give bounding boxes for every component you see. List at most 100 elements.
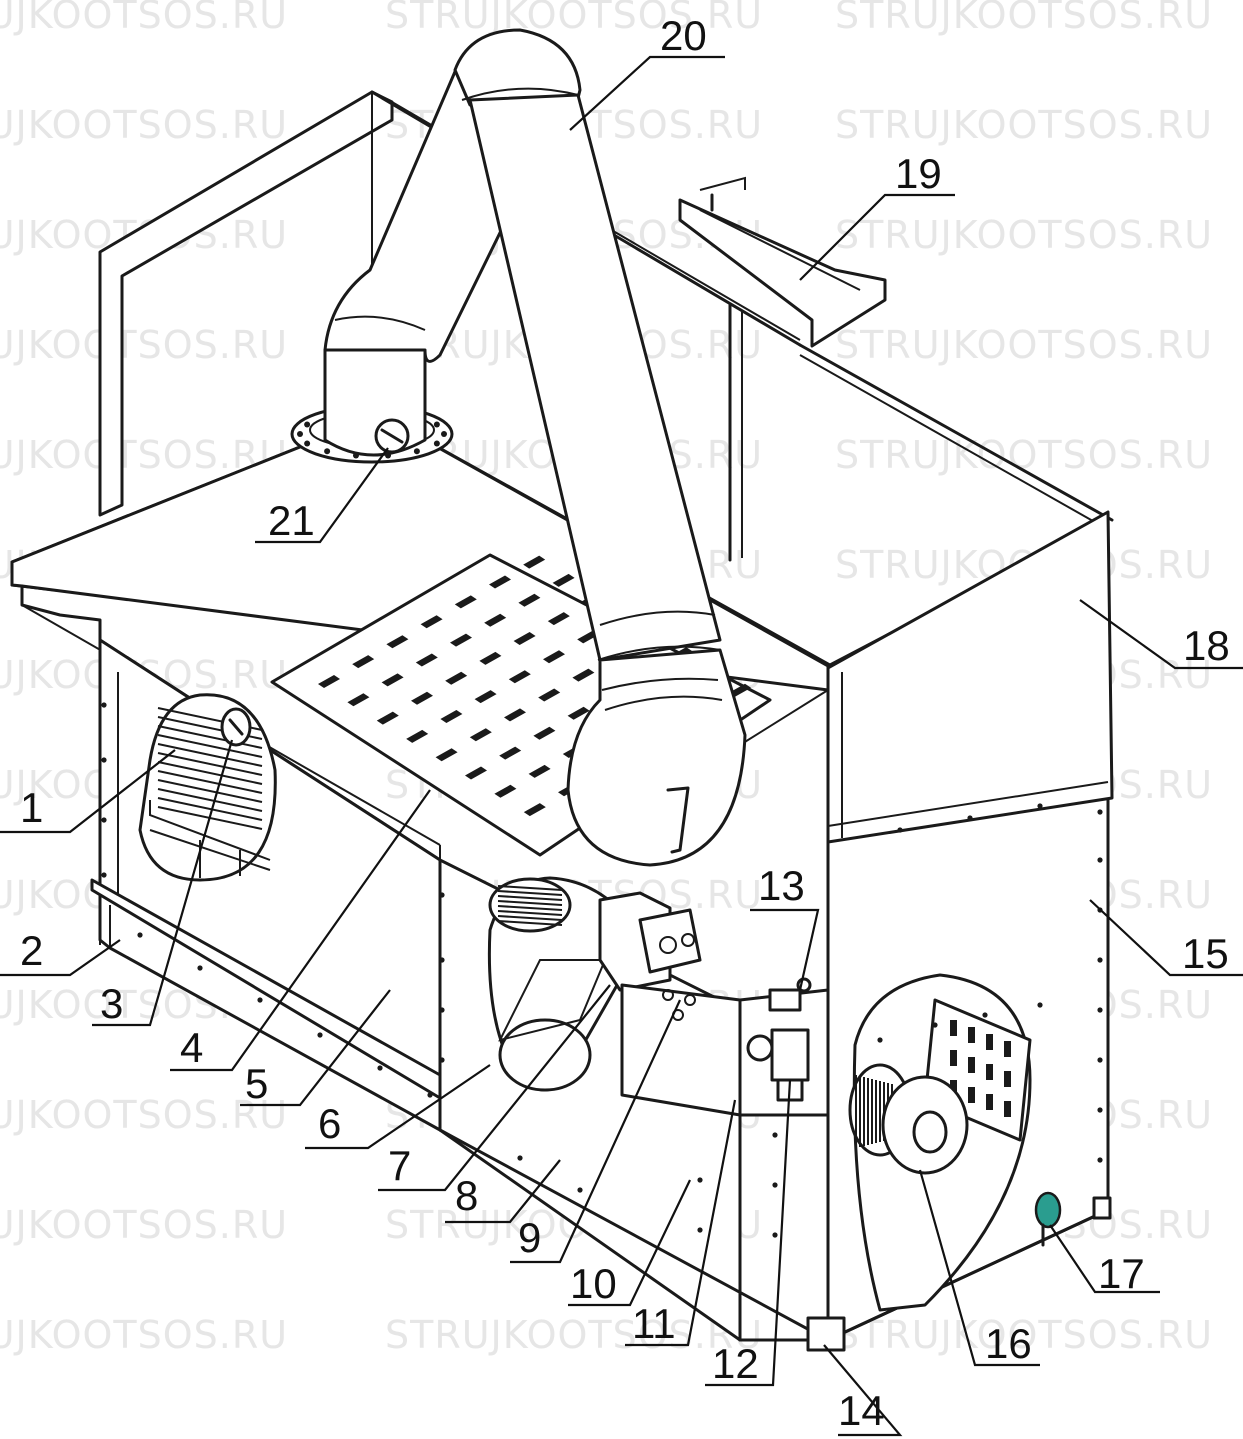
rivet xyxy=(439,1007,445,1013)
perf-hole xyxy=(1004,1041,1011,1057)
grate-slot xyxy=(523,555,546,569)
rivet xyxy=(427,1092,433,1098)
filter-pleat xyxy=(157,725,263,749)
leader-line-1 xyxy=(0,749,176,834)
grate-slot xyxy=(547,612,570,626)
rivet xyxy=(439,1057,445,1063)
grate-slot xyxy=(381,673,404,687)
callout-3: 3 xyxy=(100,980,123,1027)
rivet xyxy=(697,1177,703,1183)
right-cutaway xyxy=(848,973,1032,1312)
perf-hole xyxy=(1004,1071,1011,1087)
filter-pleat xyxy=(157,797,263,821)
callout-4: 4 xyxy=(180,1024,203,1071)
leader-line-12 xyxy=(705,1079,792,1387)
leader-line-13 xyxy=(750,908,820,991)
filter-pleat xyxy=(497,900,563,906)
callout-16: 16 xyxy=(985,1320,1032,1367)
rivet xyxy=(101,872,107,878)
grate-slot xyxy=(386,635,409,649)
grate-slot xyxy=(435,748,458,762)
rivet xyxy=(897,827,903,833)
rivet xyxy=(197,965,203,971)
grate-slot xyxy=(572,668,595,682)
rivet xyxy=(967,815,973,821)
extraction-arm xyxy=(290,28,747,867)
callout-10: 10 xyxy=(570,1260,617,1307)
grate-slot xyxy=(538,688,561,702)
foot xyxy=(806,1316,846,1352)
leader-line-11 xyxy=(625,1099,737,1347)
flange-hole xyxy=(433,440,440,447)
callout-7: 7 xyxy=(388,1142,411,1189)
grate-slot xyxy=(411,691,433,705)
leader-line-18 xyxy=(1079,599,1243,670)
rivet xyxy=(772,1182,778,1188)
leader-line-19 xyxy=(799,193,955,281)
perf-hole xyxy=(986,1094,993,1110)
leader-line-10 xyxy=(568,1179,691,1307)
right-screen-panel xyxy=(826,510,1114,844)
grate-slot xyxy=(528,764,551,778)
grate-slot xyxy=(318,675,340,688)
callout-8: 8 xyxy=(455,1172,478,1219)
grate-slot xyxy=(513,632,536,645)
grate-slot xyxy=(567,706,590,720)
grate-slot xyxy=(484,613,507,627)
perf-hole xyxy=(968,1057,975,1073)
watermark-text: STRUJKOOTSOS.RU xyxy=(0,0,288,37)
grate-slot xyxy=(552,573,575,587)
leader-line-6 xyxy=(305,1064,491,1150)
grate-slot xyxy=(352,655,375,669)
left-cutaway-outline xyxy=(138,693,277,882)
callout-13: 13 xyxy=(758,862,805,909)
pneumatic-unit xyxy=(738,977,830,1117)
filter-pleat xyxy=(157,788,263,812)
grate-slot xyxy=(543,650,565,664)
overhead-lamp xyxy=(678,176,887,348)
rivet xyxy=(377,1065,383,1071)
leader-line-20 xyxy=(569,55,725,131)
rivet xyxy=(982,1012,988,1018)
grate-slot xyxy=(454,595,477,609)
leader-line-9 xyxy=(510,999,682,1264)
hood-handle xyxy=(666,786,690,854)
flange-hole xyxy=(304,440,311,447)
rivet xyxy=(439,892,445,898)
grate-slot xyxy=(499,746,522,760)
valve-icon xyxy=(1034,1191,1062,1229)
rivet xyxy=(1097,1157,1103,1163)
leader-line-15 xyxy=(1089,899,1243,977)
watermark-text: STRUJKOOTSOS.RU xyxy=(835,103,1213,147)
watermark-text: STRUJKOOTSOS.RU xyxy=(385,0,763,37)
rivet xyxy=(317,1032,323,1038)
flange-hole xyxy=(297,431,303,437)
perf-hole xyxy=(986,1034,993,1050)
fan-inlet xyxy=(498,1018,592,1092)
callout-14: 14 xyxy=(838,1387,885,1434)
filter-pleat xyxy=(157,734,263,758)
grate-slot xyxy=(406,729,429,743)
extraction-hood xyxy=(566,648,747,867)
grate-slot xyxy=(450,633,472,647)
rivet xyxy=(257,997,263,1003)
grate-slot xyxy=(489,575,511,589)
rivet xyxy=(101,757,107,763)
grate-slot xyxy=(508,670,531,684)
filter-pleat xyxy=(497,895,563,901)
leader-line-14 xyxy=(823,1344,903,1437)
filter-pleat xyxy=(497,910,563,916)
leader-line-8 xyxy=(445,1159,561,1224)
perf-hole xyxy=(1004,1101,1011,1117)
leader-line-16 xyxy=(918,1169,1040,1367)
front-cutaway xyxy=(487,876,742,1117)
callout-9: 9 xyxy=(518,1214,541,1261)
leader-line-4 xyxy=(170,789,431,1072)
callout-15: 15 xyxy=(1182,930,1229,977)
watermark-text: STRUJKOOTSOS.RU xyxy=(0,1203,288,1247)
rivet xyxy=(101,702,107,708)
leader-line-2 xyxy=(0,939,121,977)
perf-hole xyxy=(968,1027,975,1043)
flange-hole xyxy=(324,448,331,455)
